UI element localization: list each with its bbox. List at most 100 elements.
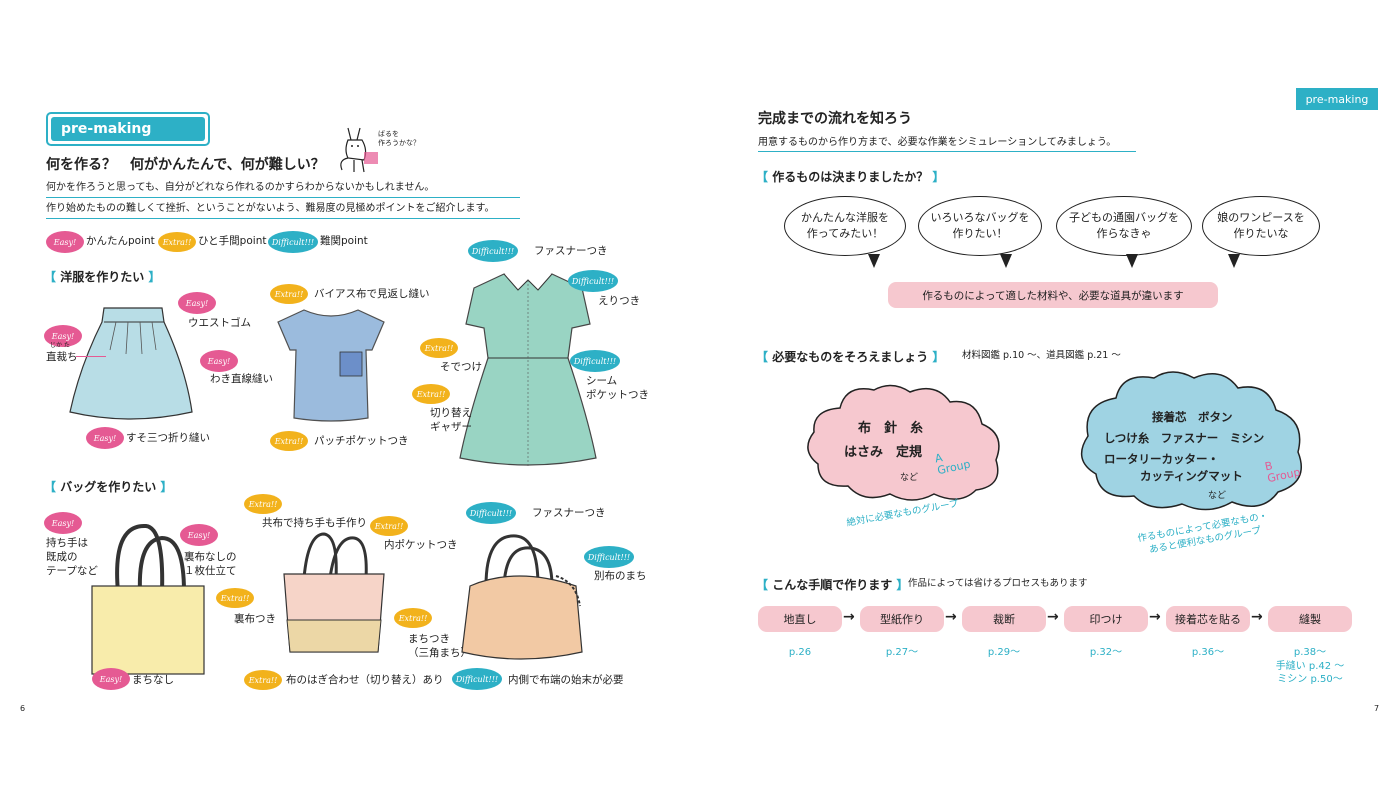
right-page: pre-making 完成までの流れを知ろう 用意するものから作り方まで、必要な… <box>700 0 1400 800</box>
cloud-b-line-3: ロータリーカッター・ <box>1104 452 1219 466</box>
skirt-ruby: じか た <box>50 342 70 349</box>
mascot-note: ばるを 作ろうかな？ <box>378 130 420 148</box>
extra-badge: Extra!! <box>244 494 282 514</box>
top-bias-label: バイアス布で見返し縫い <box>314 288 430 300</box>
cloud-b-shape <box>1080 371 1302 511</box>
extra-badge: Extra!! <box>270 284 308 304</box>
arrow-right-icon: → <box>945 609 957 625</box>
step-box: 縫製 <box>1268 606 1352 632</box>
easy-badge: Easy! <box>46 231 84 253</box>
intro-underline-2 <box>46 218 520 219</box>
step-page-ref: p.27〜 <box>885 647 919 658</box>
easy-badge: Easy! <box>86 427 124 449</box>
difficult-badge: Difficult!!! <box>268 231 318 253</box>
skirt-waist-label: ウエストゴム <box>188 317 251 329</box>
dress-collar-label: えりつき <box>598 295 641 307</box>
intro-underline <box>46 197 520 198</box>
clothes-heading: 【 洋服を作りたい 】 <box>44 270 161 284</box>
easy-badge: Easy! <box>180 524 218 546</box>
skirt-straight-label: 直裁ち <box>46 351 78 363</box>
cloud-b-caption: 作るものによって必要なもの・ あると便利なものグループ <box>1136 510 1269 556</box>
bag3-gusset-label: 別布のまち <box>594 570 647 582</box>
cloud-b-etc: など <box>1208 491 1227 501</box>
bubble-tail <box>1126 254 1138 268</box>
tote-lining-label: 裏布なしの １枚仕立て <box>184 551 237 578</box>
dress-illustration <box>459 273 597 468</box>
gather-reference: 材料図鑑 p.10 〜、道具図鑑 p.21 〜 <box>962 350 1121 361</box>
difficult-badge: Difficult!!! <box>452 668 502 690</box>
bubble-tail <box>868 254 880 268</box>
cloud-a-etc: など <box>900 473 919 483</box>
tag-label: pre-making <box>51 117 205 141</box>
bag3-illustration <box>461 534 583 660</box>
gather-heading: 【 必要なものをそろえましょう 】 <box>756 350 945 364</box>
cloud-b-line-2: しつけ糸 ファスナー ミシン <box>1104 431 1265 445</box>
easy-badge: Easy! <box>178 292 216 314</box>
intro-line-1: 何かを作ろうと思っても、自分がどれなら作れるのかすらわからないかもしれません。 <box>46 182 435 193</box>
page-title: 完成までの流れを知ろう <box>758 111 912 127</box>
step-box: 裁断 <box>962 606 1046 632</box>
bubble-tail <box>1228 254 1240 268</box>
step-page-ref: p.29〜 <box>987 647 1021 658</box>
dress-pocket-label: シーム ポケットつき <box>586 375 649 402</box>
extra-badge: Extra!! <box>420 338 458 358</box>
skirt-hem-label: すそ三つ折り縫い <box>126 432 210 444</box>
difficult-badge: Difficult!!! <box>584 546 634 568</box>
page-number: 6 <box>20 704 26 713</box>
pre-making-tag: pre-making <box>46 112 210 146</box>
bag2-panel-label: 布のはぎ合わせ（切り替え）あり <box>286 674 444 686</box>
step-page-ref: p.36〜 <box>1191 647 1225 658</box>
top-illustration <box>277 309 385 422</box>
bag2-lining-label: 裏布つき <box>234 613 276 625</box>
skirt-illustration <box>69 307 193 420</box>
extra-badge: Extra!! <box>216 588 254 608</box>
difficult-badge: Difficult!!! <box>568 270 618 292</box>
difficult-badge: Difficult!!! <box>468 240 518 262</box>
step-box: 地直し <box>758 606 842 632</box>
arrow-right-icon: → <box>843 609 855 625</box>
bag2-inner-label: 内ポケットつき <box>384 539 458 551</box>
extra-badge: Extra!! <box>158 232 196 252</box>
page-title: 何を作る？ 何がかんたんで、何が難しい？ <box>46 157 325 173</box>
tote-gusset-label: まちなし <box>132 674 174 686</box>
cloud-a-line-1: 布 針 糸 <box>858 421 924 436</box>
left-page: pre-making ばるを 作ろうかな？ 何を作る？ 何がかんたんで、何が難し… <box>20 112 649 713</box>
dress-gather-label: 切り替え ギャザー <box>430 407 472 434</box>
speech-bubble: いろいろなバッグを 作りたい！ <box>918 196 1042 256</box>
step-box: 印つけ <box>1064 606 1148 632</box>
step-box: 接着芯を貼る <box>1166 606 1250 632</box>
decide-heading: 【 作るものは決まりましたか？ 】 <box>756 170 945 184</box>
tote-illustration <box>91 523 205 675</box>
bubble-tail <box>1000 254 1012 268</box>
extra-badge: Extra!! <box>412 384 450 404</box>
extra-badge: Extra!! <box>244 670 282 690</box>
easy-badge: Easy! <box>44 512 82 534</box>
extra-badge: Extra!! <box>270 431 308 451</box>
extra-badge: Extra!! <box>394 608 432 628</box>
bag2-handle-label: 共布で持ち手も手作り <box>262 517 367 529</box>
cloud-a-line-2: はさみ 定規 <box>844 445 923 460</box>
easy-badge: Easy! <box>200 350 238 372</box>
steps-note: 作品によっては省けるプロセスもあります <box>908 578 1088 589</box>
bag3-finish-label: 内側で布端の始末が必要 <box>508 674 624 686</box>
bag2-gusset-label: まちつき （三角まち） <box>408 633 471 660</box>
bag-heading: 【 バッグを作りたい 】 <box>44 480 173 494</box>
subtitle-underline <box>758 151 1136 152</box>
cloud-b-line-1: 接着芯 ボタン <box>1152 410 1233 424</box>
leader-line <box>76 356 106 357</box>
pre-making-tab: pre-making <box>1296 88 1378 110</box>
bag3-zipper-label: ファスナーつき <box>532 507 606 519</box>
easy-badge: Easy! <box>92 668 130 690</box>
difficult-badge: Difficult!!! <box>570 350 620 372</box>
step-box: 型紙作り <box>860 606 944 632</box>
dress-zipper-label: ファスナーつき <box>534 245 608 257</box>
legend-extra-label: ひと手間point <box>198 235 267 247</box>
bubble-note: 作るものによって適した材料や、必要な道具が違います <box>888 282 1218 308</box>
step-page-ref: p.26 <box>788 647 812 658</box>
extra-badge: Extra!! <box>370 516 408 536</box>
cloud-a-shape <box>807 384 1000 501</box>
legend-difficult-label: 難関point <box>320 235 368 247</box>
speech-bubble: 子どもの通園バッグを 作らなきゃ <box>1056 196 1192 256</box>
page-subtitle: 用意するものから作り方まで、必要な作業をシミュレーションしてみましょう。 <box>758 137 1117 148</box>
tote-handle-label: 持ち手は 既成の テープなど <box>46 537 98 578</box>
